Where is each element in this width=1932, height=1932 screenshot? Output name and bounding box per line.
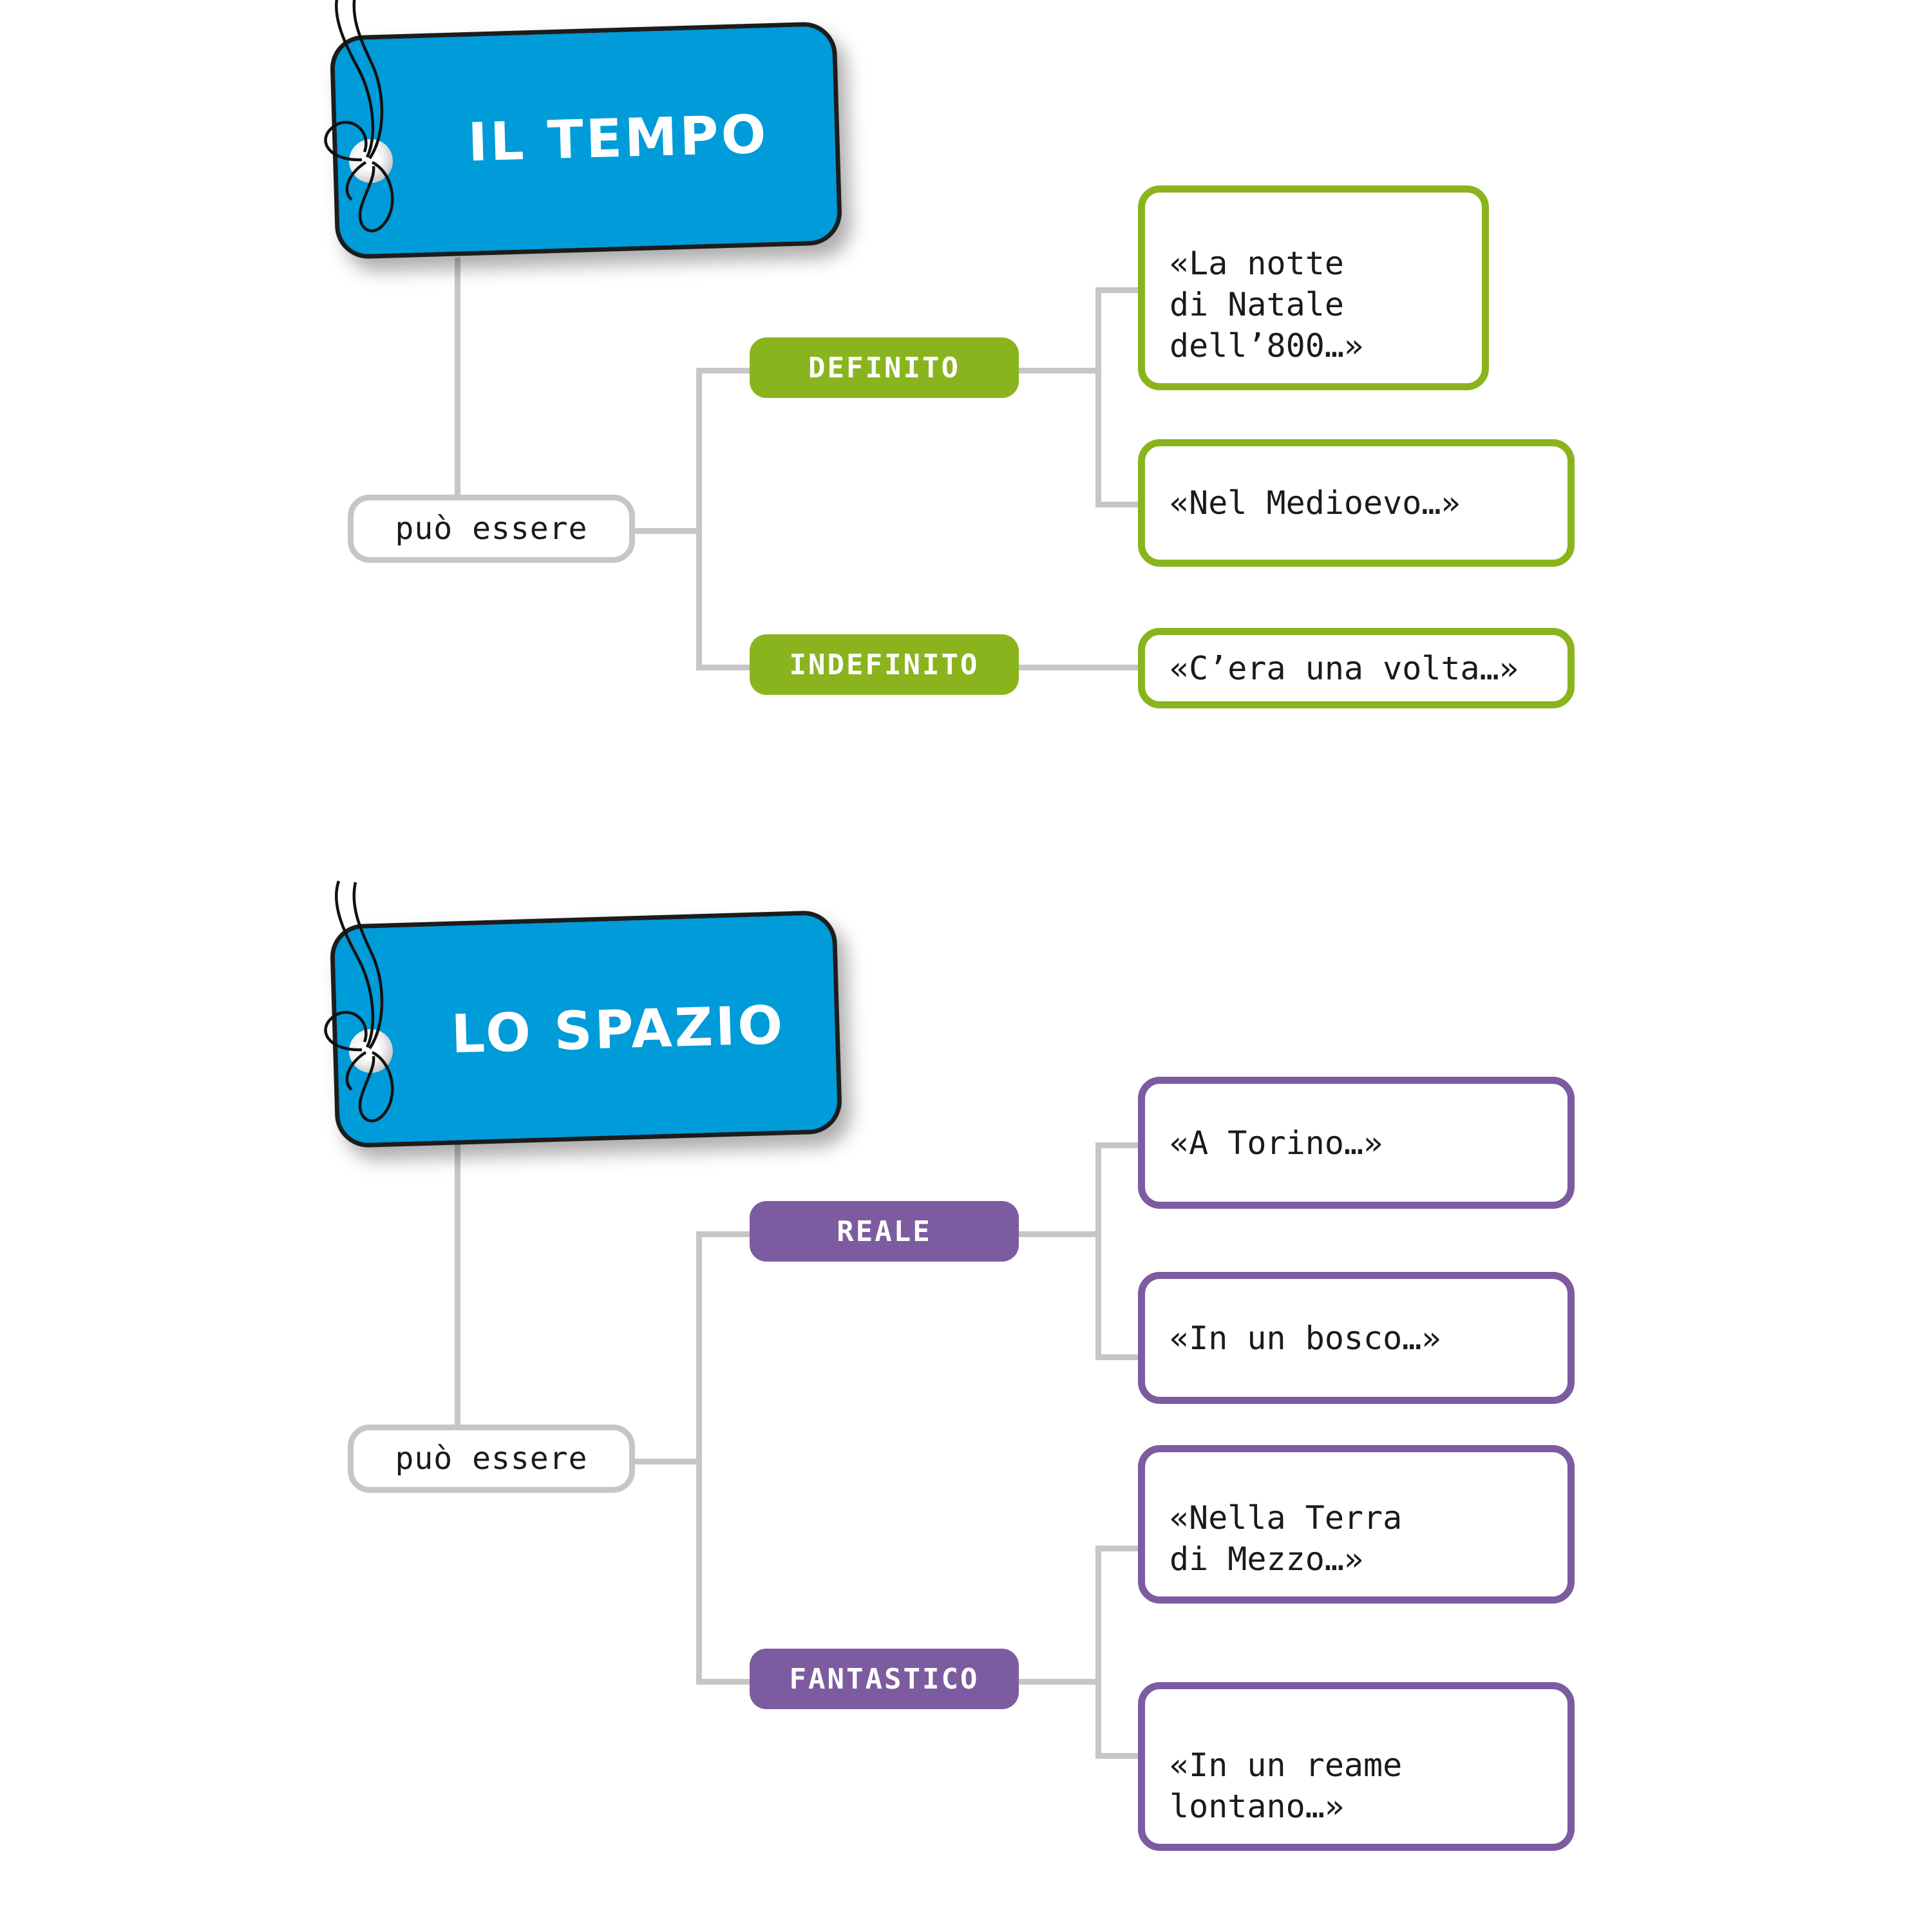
- connector-fantastico-ex1: [1095, 1546, 1144, 1551]
- category-pill-indefinito[interactable]: INDEFINITO: [750, 634, 1019, 695]
- connector-reale-out: [1016, 1231, 1101, 1237]
- example-box-spazio-reale-1: «A Torino…»: [1138, 1077, 1575, 1209]
- connector-spazio-trunk: [455, 1141, 460, 1430]
- connector-tempo-spine-to-indefinito: [696, 665, 754, 670]
- tag-shape-svg: [324, 0, 842, 259]
- relation-pill-tempo: può essere: [348, 495, 635, 563]
- connector-reale-subspine: [1095, 1142, 1101, 1360]
- connector-definito-ex1: [1095, 287, 1144, 293]
- example-box-spazio-fantastico-2: «In un reame lontano…»: [1138, 1682, 1575, 1851]
- connector-indefinito-ex1: [1016, 665, 1145, 670]
- tag-string-2: [324, 880, 394, 1122]
- tag-body: [330, 22, 842, 259]
- connector-spazio-spine-to-reale: [696, 1231, 754, 1237]
- tag-il-tempo: IL TEMPO: [303, 0, 857, 270]
- connector-spazio-spine-to-fantastico: [696, 1679, 754, 1685]
- example-box-spazio-reale-2: «In un bosco…»: [1138, 1272, 1575, 1404]
- example-box-tempo-definito-2: «Nel Medioevo…»: [1138, 439, 1575, 567]
- category-pill-reale[interactable]: REALE: [750, 1201, 1019, 1262]
- connector-definito-out: [1016, 368, 1101, 374]
- tag-shape-svg-2: [324, 880, 842, 1148]
- tag-body-2: [330, 911, 842, 1148]
- tag-string: [324, 0, 394, 232]
- connector-fantastico-out: [1016, 1679, 1101, 1685]
- connector-spazio-spine: [696, 1231, 702, 1685]
- connector-tempo-spine-to-definito: [696, 368, 754, 374]
- connector-definito-ex2: [1095, 502, 1144, 507]
- example-box-spazio-fantastico-1: «Nella Terra di Mezzo…»: [1138, 1445, 1575, 1604]
- connector-tempo-trunk: [455, 258, 460, 497]
- connector-reale-ex1: [1095, 1142, 1144, 1148]
- connector-definito-subspine: [1095, 287, 1101, 507]
- tag-lo-spazio: LO SPAZIO: [303, 880, 857, 1159]
- category-pill-fantastico[interactable]: FANTASTICO: [750, 1649, 1019, 1709]
- connector-tempo-pill-to-spine: [631, 528, 702, 534]
- connector-fantastico-subspine: [1095, 1546, 1101, 1758]
- connector-reale-ex2: [1095, 1354, 1144, 1360]
- category-pill-definito[interactable]: DEFINITO: [750, 337, 1019, 398]
- connector-fantastico-ex2: [1095, 1753, 1144, 1759]
- example-box-tempo-indefinito-1: «C’era una volta…»: [1138, 628, 1575, 708]
- connector-tempo-spine: [696, 368, 702, 670]
- example-box-tempo-definito-1: «La notte di Natale dell’800…»: [1138, 185, 1489, 390]
- connector-spazio-pill-to-spine: [631, 1459, 702, 1464]
- relation-pill-spazio: può essere: [348, 1425, 635, 1493]
